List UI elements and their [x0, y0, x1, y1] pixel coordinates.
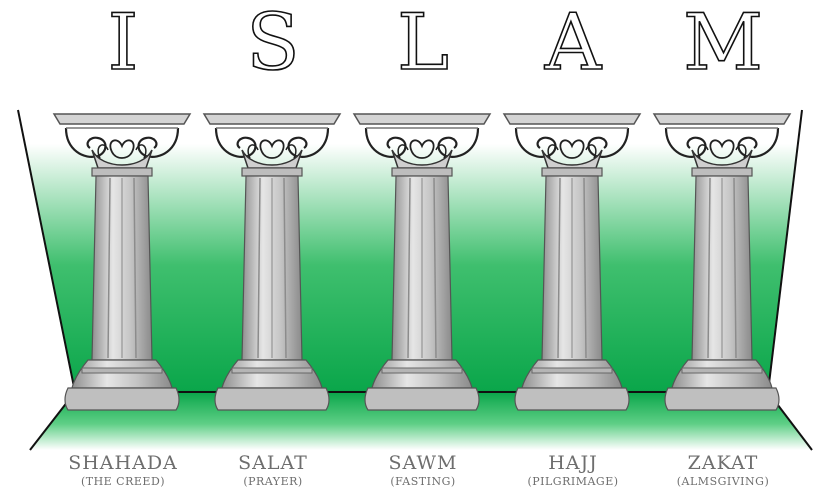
pillar-name-hajj: HAJJ — [498, 452, 648, 474]
pillar-name-salat: SALAT — [198, 452, 348, 474]
title-letter-l: L — [363, 0, 483, 86]
pillar-name-zakat: ZAKAT — [648, 452, 798, 474]
title-letter-a: A — [513, 0, 633, 86]
pillar-name-shahada: SHAHADA — [48, 452, 198, 474]
pillar-subtitle-shahada: (THE CREED) — [48, 475, 198, 488]
title-letter-s: S — [213, 0, 333, 86]
pillar-name-sawm: SAWM — [348, 452, 498, 474]
pillar-subtitle-zakat: (ALMSGIVING) — [648, 475, 798, 488]
title-letter-i: I — [63, 0, 183, 86]
pillar-subtitle-hajj: (PILGRIMAGE) — [498, 475, 648, 488]
pillar-subtitle-sawm: (FASTING) — [348, 475, 498, 488]
pillar-subtitle-salat: (PRAYER) — [198, 475, 348, 488]
title-letter-m: M — [663, 0, 783, 86]
